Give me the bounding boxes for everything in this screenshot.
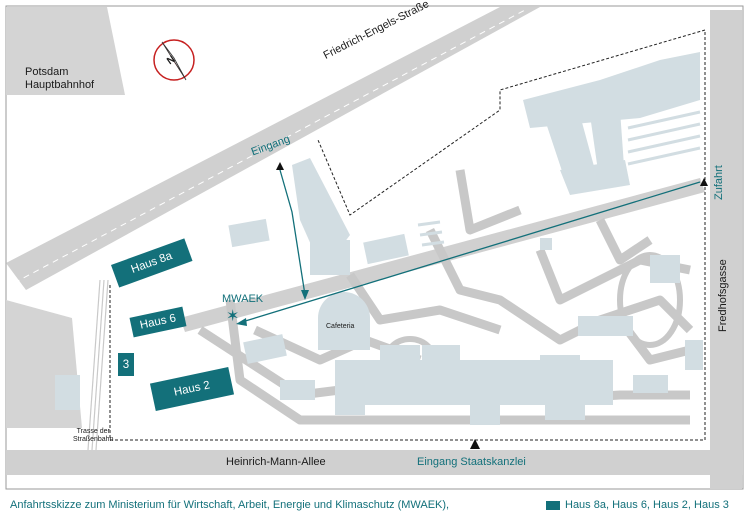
tram-track bbox=[87, 279, 109, 451]
tram-label: Trasse der Straßenbahn bbox=[73, 428, 114, 444]
street-heinrich-label: Heinrich-Mann-Allee bbox=[226, 456, 326, 468]
road-heinrich-mann bbox=[6, 450, 743, 475]
legend-text: Haus 8a, Haus 6, Haus 2, Haus 3 bbox=[565, 499, 729, 511]
state-entrance-label: Eingang Staatskanzlei bbox=[417, 456, 526, 468]
buildings bbox=[55, 52, 703, 425]
access-label: Zufahrt bbox=[713, 165, 725, 200]
cafeteria-label: Cafeteria bbox=[326, 323, 355, 330]
route-lines bbox=[241, 169, 701, 323]
legend-swatch bbox=[546, 500, 560, 510]
legend: Haus 8a, Haus 6, Haus 2, Haus 3 bbox=[546, 499, 729, 511]
campus-boundary bbox=[109, 29, 706, 441]
target-label: MWAEK bbox=[222, 293, 264, 305]
street-fredhofsgasse-label: Fredhofsgasse bbox=[717, 259, 729, 332]
station-block bbox=[6, 7, 125, 95]
access-marker bbox=[700, 178, 708, 186]
entrance-marker bbox=[276, 162, 284, 170]
compass-icon bbox=[153, 39, 195, 81]
state-entrance-marker bbox=[470, 439, 480, 449]
caption: Anfahrtsskizze zum Ministerium für Wirts… bbox=[10, 499, 450, 511]
target-star-icon: ✶ bbox=[226, 306, 239, 325]
road-friedrich-engels bbox=[6, 7, 540, 290]
cafeteria-building bbox=[318, 292, 370, 350]
building-haus-3: 3 bbox=[118, 353, 134, 376]
station-label: Potsdam Hauptbahnhof bbox=[25, 66, 95, 91]
road-fredhofsgasse bbox=[710, 10, 742, 489]
